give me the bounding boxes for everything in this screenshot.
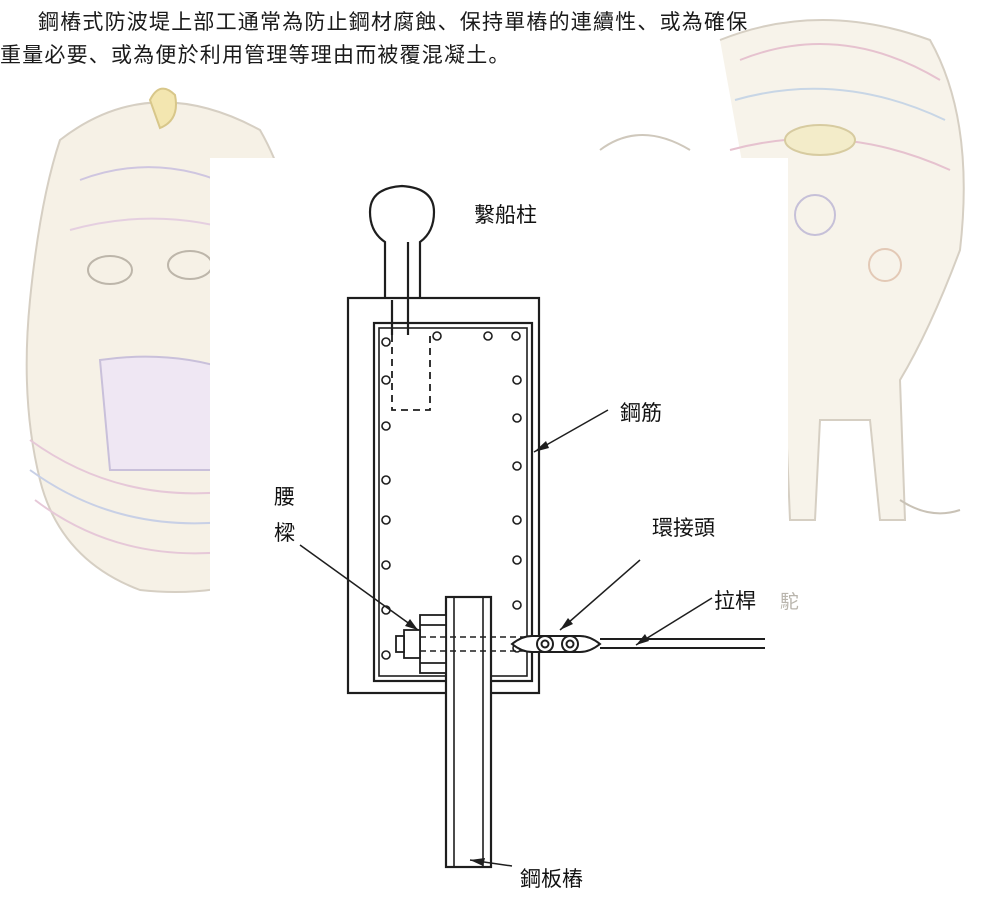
- wale-assembly: [395, 614, 447, 674]
- concrete-cap-outer: [346, 296, 541, 695]
- tie-rod-leader: [635, 597, 713, 646]
- background-caption: 駝: [780, 591, 799, 613]
- label-wale-1: 腰: [274, 485, 295, 509]
- wale-leader: [299, 544, 419, 631]
- bollard-anchor-dashed: [391, 335, 431, 411]
- tie-rod-inner: [420, 636, 530, 652]
- bollard: [368, 184, 436, 335]
- paragraph-line-2: 重量必要、或為便於利用管理等理由而被覆混凝土。: [0, 43, 511, 67]
- diagram-panel: [210, 158, 788, 914]
- label-tie-rod: 拉桿: [714, 589, 756, 613]
- paragraph-line-1: 鋼樁式防波堤上部工通常為防止鋼材腐蝕、保持單樁的連續性、或為確保: [38, 10, 749, 34]
- label-sheet-pile: 鋼板樁: [520, 867, 583, 891]
- label-bollard: 繫船柱: [474, 203, 537, 227]
- ring-joint-leader: [559, 559, 641, 631]
- description-paragraph: 鋼樁式防波堤上部工通常為防止鋼材腐蝕、保持單樁的連續性、或為確保 重量必要、或為…: [0, 6, 990, 72]
- label-wale-2: 樑: [274, 521, 295, 545]
- leader-arrowheads: [405, 441, 649, 866]
- tie-rod: [600, 638, 765, 649]
- ring-joint: [510, 635, 602, 653]
- label-ring-joint: 環接頭: [652, 516, 715, 540]
- label-rebar: 鋼筋: [620, 401, 662, 425]
- camel-sketch: [599, 19, 965, 521]
- steel-sheet-pile: [444, 595, 493, 869]
